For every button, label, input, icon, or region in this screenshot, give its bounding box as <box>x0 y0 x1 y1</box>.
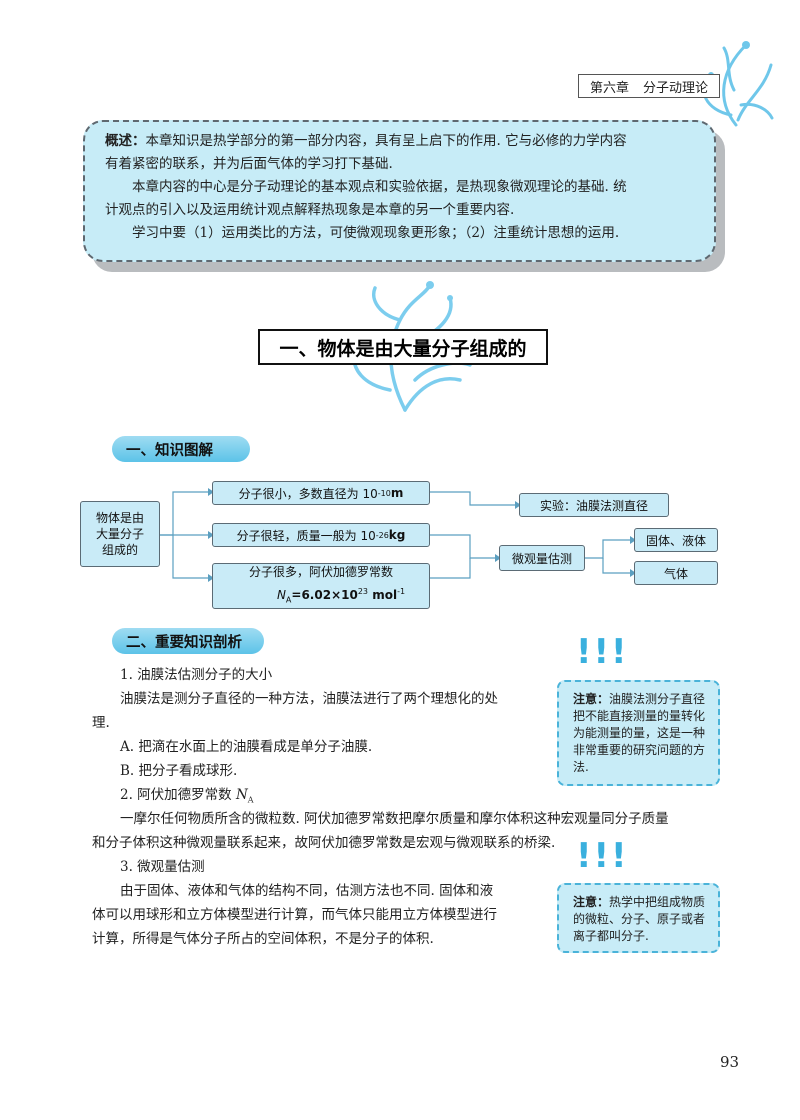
body-heading-1: 1. 油膜法估测分子的大小 <box>120 667 273 683</box>
chapter-number: 第六章 <box>589 80 629 96</box>
light-unit: kg <box>388 528 406 542</box>
diagram-root-node: 物体是由 大量分子 组成的 <box>80 501 160 567</box>
exclamation-icon: !!! <box>576 836 629 876</box>
avogadro-unit-exponent: -1 <box>397 586 406 596</box>
avogadro-n: N <box>276 587 286 602</box>
body-line-1: 油膜法是测分子直径的一种方法，油膜法进行了两个理想化的处 <box>120 691 498 707</box>
diagram-node-light: 分子很轻，质量一般为 10-26 kg <box>212 523 430 547</box>
section-title: 一、物体是由大量分子组成的 <box>258 329 548 365</box>
decorative-flourish <box>702 41 774 127</box>
body-line-1b: 理. <box>92 715 110 731</box>
body-line-2: 一摩尔任何物质所含的微粒数. 阿伏加德罗常数把摩尔质量和摩尔体积这种宏观量同分子… <box>120 811 669 827</box>
body-heading-3: 3. 微观量估测 <box>120 859 205 875</box>
avogadro-unit: mol <box>368 587 398 602</box>
overview-p2: 本章内容的中心是分子动理论的基本观点和实验依据，是热现象微观理论的基础. 统 <box>132 179 627 195</box>
note-box-1: 注意：油膜法测分子直径把不能直接测量的量转化为能测量的量，这是一种非常重要的研究… <box>557 680 720 786</box>
exclamation-icon: !!! <box>576 632 629 672</box>
note-2-lead: 注意： <box>573 895 610 909</box>
note-2-text: 热学中把组成物质的微粒、分子、原子或者离子都叫分子. <box>573 895 706 943</box>
avogadro-sub: A <box>285 595 292 605</box>
heading-2-n: N <box>235 787 248 803</box>
overview-p1: 本章知识是热学部分的第一部分内容，具有呈上启下的作用. 它与必修的力学内容 <box>145 133 627 149</box>
avogadro-number: =6.02×10 <box>291 587 358 602</box>
many-text: 分子很多，阿伏加德罗常数 <box>248 564 393 579</box>
root-line-1: 物体是由 <box>95 511 144 525</box>
body-item-b: B. 把分子看成球形. <box>120 763 238 779</box>
note-1-lead: 注意： <box>573 692 610 706</box>
body-line-2b: 和分子体积这种微观量联系起来，故阿伏加德罗常数是宏观与微观联系的桥梁. <box>92 835 556 851</box>
body-line-3c: 计算，所得是气体分子所占的空间体积，不是分子的体积. <box>92 931 434 947</box>
overview-p3: 学习中要（1）运用类比的方法，可使微观现象更形象；（2）注重统计思想的运用. <box>132 225 620 241</box>
diagram-node-gas: 气体 <box>634 561 718 585</box>
diagram-node-solid-liquid: 固体、液体 <box>634 528 718 552</box>
avogadro-exponent: 23 <box>357 586 369 596</box>
body-item-a: A. 把滴在水面上的油膜看成是单分子油膜. <box>120 739 373 755</box>
body-line-3b: 体可以用球形和立方体模型进行计算，而气体只能用立方体模型进行 <box>92 907 497 923</box>
root-line-2: 大量分子 <box>95 527 144 541</box>
subsection-knowledge-diagram: 一、知识图解 <box>112 436 250 462</box>
page-number: 93 <box>720 1053 740 1071</box>
small-text: 分子很小，多数直径为 10 <box>238 486 378 501</box>
body-line-3: 由于固体、液体和气体的结构不同，估测方法也不同. 固体和液 <box>120 883 494 899</box>
small-unit: m <box>390 486 404 500</box>
section-flourish <box>351 281 472 412</box>
small-exponent: -10 <box>377 488 391 498</box>
light-text: 分子很轻，质量一般为 10 <box>236 528 376 543</box>
diagram-node-estimate: 微观量估测 <box>499 545 585 571</box>
body-heading-2: 2. 阿伏加德罗常数 NA <box>120 783 254 805</box>
avogadro-value: NA=6.02×1023 mol-1 <box>237 582 405 609</box>
chapter-title: 分子动理论 <box>643 80 709 96</box>
note-1-text: 油膜法测分子直径把不能直接测量的量转化为能测量的量，这是一种非常重要的研究问题的… <box>573 692 706 774</box>
diagram-node-small: 分子很小，多数直径为 10-10 m <box>212 481 430 505</box>
note-box-2: 注意：热学中把组成物质的微粒、分子、原子或者离子都叫分子. <box>557 883 720 953</box>
overview-p2b: 计观点的引入以及运用统计观点解释热现象是本章的另一个重要内容. <box>105 202 515 218</box>
heading-2-text: 2. 阿伏加德罗常数 <box>120 787 236 803</box>
overview-p1b: 有着紧密的联系，并为后面气体的学习打下基础. <box>105 156 393 172</box>
chapter-header: 第六章 分子动理论 <box>578 74 720 98</box>
overview-box: 概述：本章知识是热学部分的第一部分内容，具有呈上启下的作用. 它与必修的力学内容… <box>83 120 716 262</box>
subsection-key-knowledge: 二、重要知识剖析 <box>112 628 264 654</box>
light-exponent: -26 <box>375 530 389 540</box>
diagram-node-experiment: 实验：油膜法测直径 <box>519 493 669 517</box>
heading-2-sub: A <box>247 795 254 805</box>
diagram-node-many: 分子很多，阿伏加德罗常数 NA=6.02×1023 mol-1 <box>212 563 430 609</box>
overview-lead: 概述： <box>105 133 146 149</box>
root-line-3: 组成的 <box>101 543 138 557</box>
diagram-connectors <box>160 488 636 582</box>
